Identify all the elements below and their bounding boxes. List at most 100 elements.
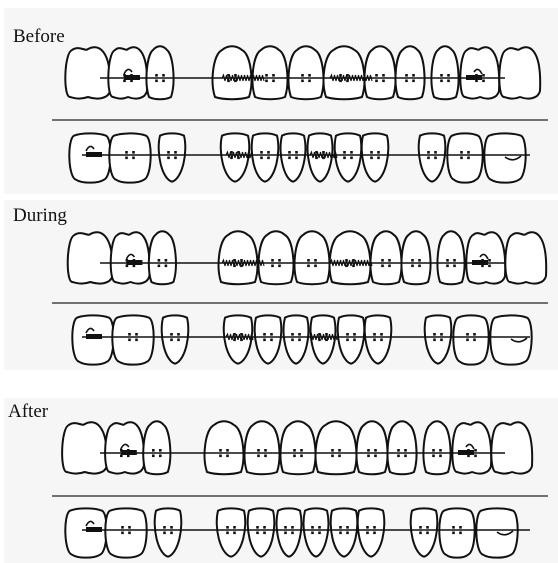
lower-bracket: [380, 339, 383, 342]
upper-molar-tube-right: [466, 75, 482, 80]
lower-bracket: [311, 526, 314, 529]
lower-bracket: [267, 157, 270, 160]
lower-tooth: [411, 508, 438, 556]
upper-tooth: [423, 421, 450, 474]
lower-tooth: [255, 315, 282, 363]
lower-bracket: [366, 532, 369, 535]
lower-bracket: [167, 157, 170, 160]
upper-tooth: [395, 46, 424, 99]
upper-bracket: [374, 455, 377, 458]
lower-bracket: [233, 526, 236, 529]
lower-bracket: [460, 151, 463, 154]
lower-bracket: [295, 151, 298, 154]
lower-bracket: [370, 151, 373, 154]
lower-tooth: [72, 315, 113, 364]
lower-bracket: [226, 532, 229, 535]
lower-bracket: [370, 157, 373, 160]
upper-tooth: [491, 422, 532, 473]
lower-tooth: [277, 508, 302, 556]
upper-bracket: [226, 449, 229, 452]
lower-bracket: [163, 526, 166, 529]
upper-tooth: [466, 232, 505, 283]
lower-bracket: [177, 333, 180, 336]
upper-tooth: [324, 46, 365, 99]
lower-bracket: [284, 532, 287, 535]
upper-bracket: [159, 449, 162, 452]
upper-bracket: [264, 449, 267, 452]
upper-bracket: [439, 449, 442, 452]
lower-bracket: [291, 333, 294, 336]
lower-bracket: [260, 151, 263, 154]
lower-bracket: [426, 526, 429, 529]
upper-tooth: [143, 421, 170, 474]
lower-bracket: [267, 151, 270, 154]
upper-bracket: [474, 449, 477, 452]
upper-bracket: [226, 455, 229, 458]
lower-tooth: [109, 133, 150, 182]
upper-molar-tube-left: [121, 450, 137, 455]
upper-tooth: [289, 46, 324, 99]
lower-bracket: [263, 333, 266, 336]
lower-bracket: [350, 157, 353, 160]
lower-bracket: [226, 526, 229, 529]
upper-bracket: [412, 80, 415, 83]
upper-bracket: [367, 455, 370, 458]
upper-tooth: [387, 421, 416, 474]
lower-bracket: [459, 532, 462, 535]
upper-bracket: [308, 80, 311, 83]
upper-bracket: [300, 455, 303, 458]
upper-bracket: [314, 259, 317, 262]
upper-bracket: [453, 259, 456, 262]
upper-tooth: [253, 46, 288, 99]
lower-bracket: [132, 157, 135, 160]
lower-bracket: [174, 151, 177, 154]
lower-bracket: [170, 526, 173, 529]
upper-bracket: [272, 80, 275, 83]
lower-bracket: [426, 532, 429, 535]
upper-tooth: [245, 421, 280, 474]
lower-bracket: [128, 333, 131, 336]
upper-bracket: [381, 259, 384, 262]
upper-tooth: [295, 231, 330, 284]
upper-bracket: [375, 80, 378, 83]
upper-tooth: [330, 231, 371, 284]
lower-bracket: [170, 339, 173, 342]
lower-bracket: [440, 339, 443, 342]
lower-tooth: [358, 508, 385, 556]
lower-tooth: [365, 315, 392, 363]
upper-bracket: [439, 455, 442, 458]
upper-bracket: [301, 80, 304, 83]
lower-bracket: [288, 151, 291, 154]
lower-bracket: [284, 526, 287, 529]
lower-bracket: [466, 339, 469, 342]
upper-bracket: [265, 74, 268, 77]
lower-tooth: [155, 508, 182, 556]
upper-bracket: [300, 449, 303, 452]
upper-bracket: [271, 259, 274, 262]
lower-tooth: [112, 315, 153, 364]
upper-tooth: [499, 47, 540, 98]
upper-bracket: [397, 455, 400, 458]
lower-bracket: [373, 333, 376, 336]
arch-group-before: [52, 46, 548, 182]
lower-bracket: [318, 526, 321, 529]
lower-bracket: [377, 157, 380, 160]
upper-bracket: [367, 449, 370, 452]
upper-bracket: [271, 265, 274, 268]
upper-tooth: [219, 231, 258, 284]
upper-tooth: [105, 422, 144, 473]
lower-bracket: [233, 532, 236, 535]
upper-bracket: [374, 449, 377, 452]
upper-bracket: [293, 449, 296, 452]
lower-bracket: [346, 339, 349, 342]
upper-bracket: [404, 455, 407, 458]
upper-bracket: [257, 455, 260, 458]
upper-tooth: [146, 46, 173, 99]
upper-bracket: [308, 74, 311, 77]
upper-bracket: [331, 455, 334, 458]
lower-bracket: [256, 532, 259, 535]
upper-bracket: [388, 259, 391, 262]
upper-bracket: [162, 74, 165, 77]
lower-bracket: [298, 333, 301, 336]
